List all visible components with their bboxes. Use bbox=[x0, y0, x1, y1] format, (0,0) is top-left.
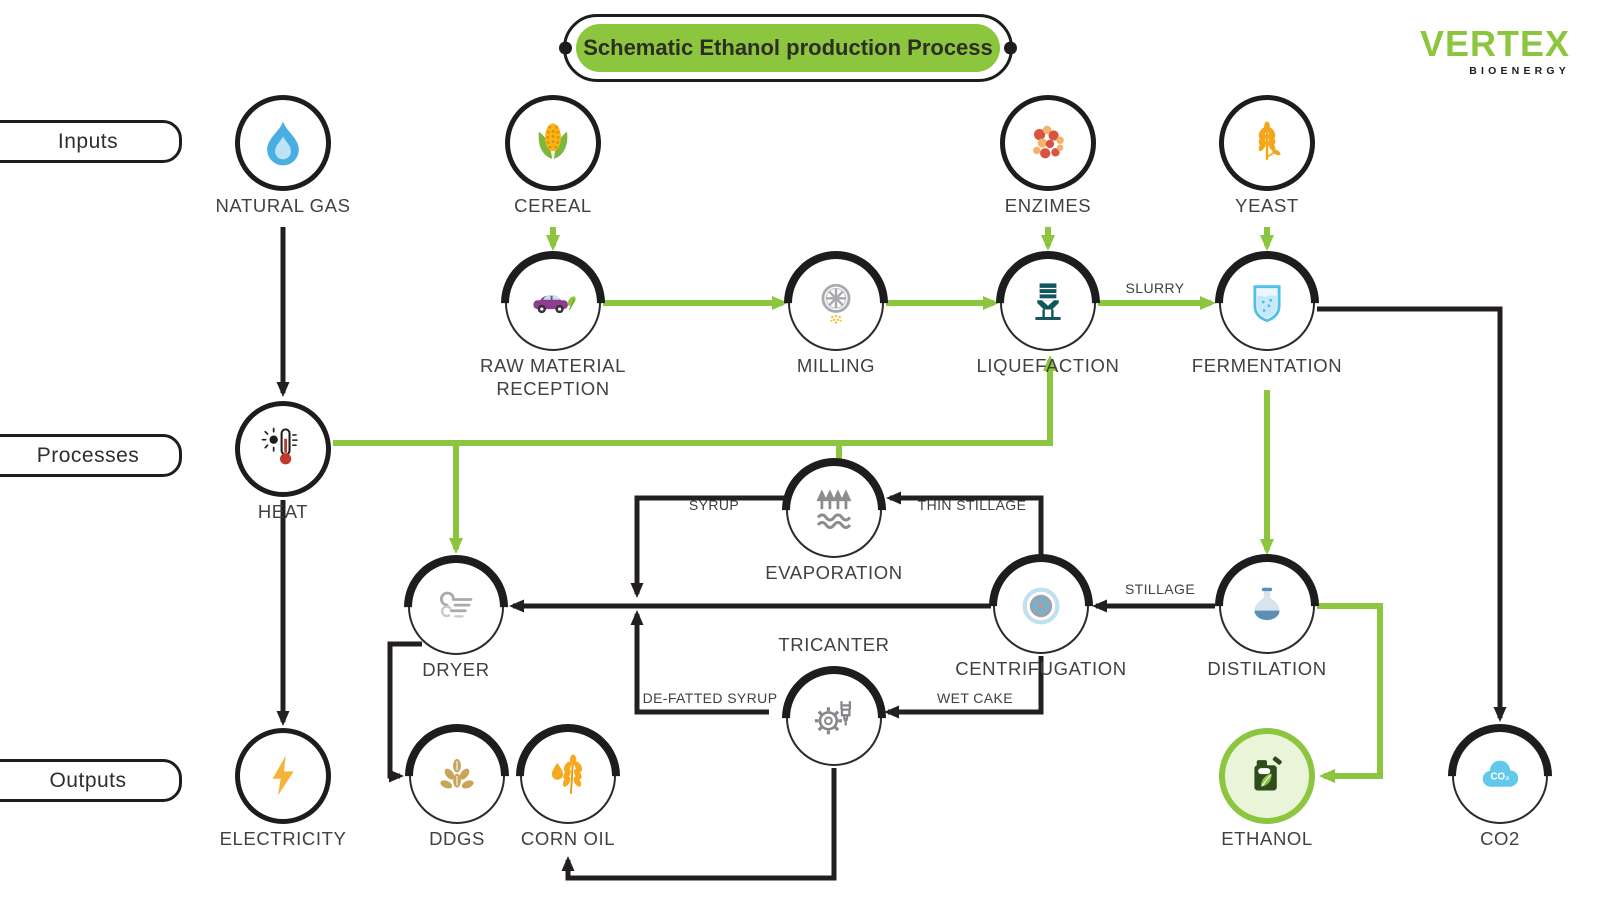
gear-decanter-icon bbox=[814, 701, 851, 735]
node-label: HEAT bbox=[257, 501, 309, 522]
node-liquefaction: LIQUEFACTION bbox=[974, 229, 1122, 377]
node-label: ENZIMES bbox=[1004, 195, 1092, 216]
node-yeast: YEAST bbox=[1219, 95, 1315, 216]
edge-label-thin-stillage: THIN STILLAGE bbox=[917, 497, 1027, 513]
flask-icon bbox=[1254, 587, 1280, 621]
wheat-icon bbox=[1258, 121, 1281, 160]
node-enzimes: ENZIMES bbox=[1000, 95, 1096, 216]
title-banner: Schematic Ethanol production Process bbox=[559, 14, 1017, 82]
fermenter-icon bbox=[1253, 285, 1281, 323]
fuel-can-leaf-icon bbox=[1254, 756, 1282, 791]
node-milling: MILLING bbox=[762, 229, 910, 377]
node-label: DISTILATION bbox=[1207, 658, 1327, 679]
node-raw-material-reception: RAW MATERIAL RECEPTION bbox=[479, 229, 627, 399]
wind-icon bbox=[440, 591, 473, 618]
node-natural-gas: NATURAL GAS bbox=[215, 95, 350, 216]
mill-fan-icon bbox=[821, 283, 851, 324]
node-fermentation: FERMENTATION bbox=[1192, 229, 1342, 377]
page-title: Schematic Ethanol production Process bbox=[576, 24, 1000, 72]
hopper-tank-icon bbox=[1035, 283, 1061, 320]
node-label: CENTRIFUGATION bbox=[955, 658, 1127, 679]
lightning-icon bbox=[272, 755, 294, 796]
node-label: MILLING bbox=[796, 355, 876, 376]
edge-label-wet-cake: WET CAKE bbox=[936, 690, 1014, 706]
banner-right-dot bbox=[1004, 41, 1017, 55]
edge-label-stillage: STILLAGE bbox=[1124, 581, 1196, 597]
co2-icon-text: CO₂ bbox=[1490, 771, 1509, 782]
enzymes-icon bbox=[1033, 125, 1064, 159]
flame-icon bbox=[267, 121, 299, 166]
node-label: LIQUEFACTION bbox=[976, 355, 1120, 376]
edge-label-de-fatted-syrup: DE-FATTED SYRUP bbox=[642, 690, 778, 706]
node-evaporation: EVAPORATION bbox=[760, 436, 908, 584]
evaporation-waves-icon bbox=[816, 489, 852, 529]
logo-sub-text: BIOENERGY bbox=[1469, 65, 1570, 77]
tab-outputs-label: Outputs bbox=[49, 768, 127, 792]
node-label: RAW MATERIAL RECEPTION bbox=[480, 355, 626, 399]
centrifuge-icon bbox=[1022, 587, 1060, 625]
node-heat: HEAT bbox=[235, 401, 331, 522]
node-ethanol: ETHANOL bbox=[1219, 728, 1315, 849]
node-label: NATURAL GAS bbox=[215, 195, 351, 216]
corn-icon bbox=[538, 123, 568, 159]
node-centrifugation: CENTRIFUGATION bbox=[955, 532, 1126, 680]
node-label: CO2 bbox=[1480, 828, 1520, 849]
tab-processes-label: Processes bbox=[36, 443, 140, 467]
node-corn-oil: CORN OIL bbox=[494, 702, 642, 850]
node-label: CORN OIL bbox=[520, 828, 616, 849]
node-label: CEREAL bbox=[514, 195, 592, 216]
node-label: YEAST bbox=[1235, 195, 1299, 216]
node-distilation: DISTILATION bbox=[1193, 532, 1341, 680]
node-label: DDGS bbox=[429, 828, 485, 849]
node-cereal: CEREAL bbox=[505, 95, 601, 216]
grain-seeds-icon bbox=[440, 759, 474, 789]
vertex-logo: VERTEX BIOENERGY bbox=[1419, 23, 1570, 78]
node-label: EVAPORATION bbox=[765, 562, 903, 583]
node-dryer: DRYER bbox=[382, 533, 530, 681]
logo-brand-text: VERTEX bbox=[1419, 23, 1570, 64]
edge-label-slurry: SLURRY bbox=[1125, 280, 1185, 296]
node-label: TRICANTER bbox=[778, 634, 890, 655]
node-label: ETHANOL bbox=[1221, 828, 1313, 849]
tab-inputs-label: Inputs bbox=[57, 129, 119, 153]
node-label: DRYER bbox=[422, 659, 490, 680]
node-label: ELECTRICITY bbox=[219, 828, 347, 849]
node-co2: CO₂ CO2 bbox=[1426, 702, 1574, 850]
car-icon bbox=[533, 295, 576, 314]
thermometer-icon bbox=[261, 427, 298, 465]
tab-outputs: Outputs bbox=[0, 759, 182, 802]
wheat-droplet-icon bbox=[551, 754, 583, 794]
node-ddgs: DDGS bbox=[383, 702, 531, 850]
banner-left-dot bbox=[559, 41, 572, 55]
node-label: FERMENTATION bbox=[1191, 355, 1343, 376]
tab-processes: Processes bbox=[0, 434, 182, 477]
node-tricanter: TRICANTER bbox=[760, 634, 908, 792]
tab-inputs: Inputs bbox=[0, 120, 182, 163]
co2-cloud-icon: CO₂ bbox=[1482, 760, 1519, 787]
edge-label-syrup: SYRUP bbox=[688, 497, 740, 513]
node-electricity: ELECTRICITY bbox=[220, 728, 346, 849]
